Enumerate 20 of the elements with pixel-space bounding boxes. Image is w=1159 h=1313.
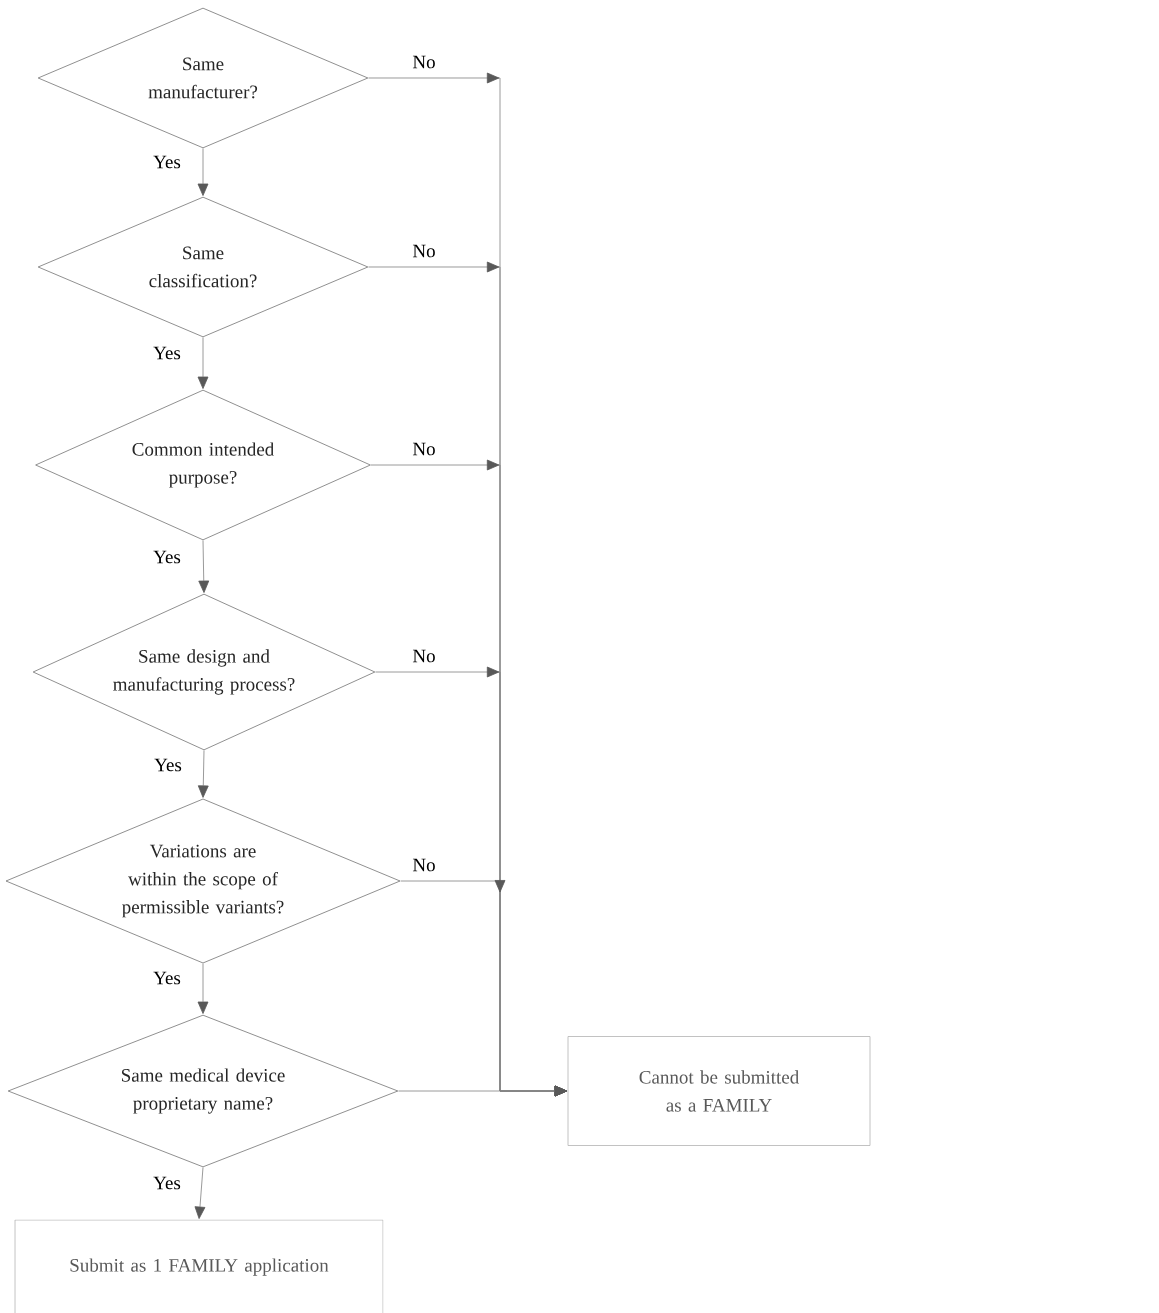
edge-label: Yes [152, 1175, 182, 1191]
arrow [197, 963, 209, 1014]
arrow [398, 1085, 567, 1097]
edge-label: Yes [152, 345, 182, 361]
edge-label: Yes [152, 154, 182, 170]
edge-label: No [411, 441, 437, 457]
edge-label: Yes [152, 970, 182, 986]
outcome-box: Cannot be submitted as a FAMILY [567, 1036, 871, 1146]
edge-label: No [411, 857, 437, 873]
edge-label: No [411, 243, 437, 259]
arrow [197, 148, 209, 196]
edge-label: No [411, 648, 437, 664]
arrow [198, 540, 210, 593]
edge-label: Yes [153, 757, 183, 773]
outcome-box: Submit as 1 FAMILY application [14, 1219, 384, 1313]
arrow [194, 1167, 206, 1219]
arrow [197, 337, 209, 389]
edge-label: No [411, 54, 437, 70]
edge-label: Yes [152, 549, 182, 565]
arrow [197, 750, 209, 798]
